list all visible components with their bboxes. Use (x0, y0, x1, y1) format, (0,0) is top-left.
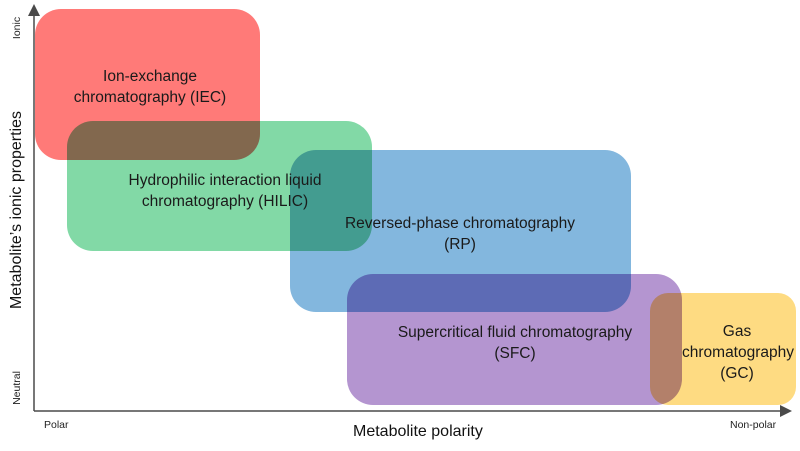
region-gc-line1: Gas (722, 323, 752, 340)
region-gc-line2: chromatography (682, 344, 795, 361)
y-min-label: Neutral (11, 371, 23, 405)
region-rp-label: Reversed-phase chromatography (RP) (330, 213, 590, 255)
region-rp-line1: Reversed-phase chromatography (344, 215, 576, 232)
region-sfc-label: Supercritical fluid chromatography (SFC) (375, 322, 655, 364)
x-max-label: Non-polar (730, 419, 777, 431)
region-hilic-label: Hydrophilic interaction liquid chromatog… (100, 170, 350, 212)
y-max-label: Ionic (11, 16, 23, 40)
region-sfc-line2: (SFC) (494, 345, 536, 362)
region-gc-line3: (GC) (720, 365, 754, 382)
region-hilic-line2: chromatography (HILIC) (141, 193, 309, 210)
y-axis-title: Metabolite’s ionic properties (8, 110, 25, 310)
region-iec-line2: chromatography (IEC) (73, 89, 227, 106)
region-rp-line2: (RP) (444, 236, 476, 253)
x-min-label: Polar (44, 419, 69, 431)
region-gc-label: Gas chromatography (GC) (682, 321, 795, 384)
region-sfc-line1: Supercritical fluid chromatography (397, 324, 633, 341)
x-axis-title: Metabolite polarity (353, 423, 483, 440)
region-iec-line1: Ion-exchange (103, 68, 197, 85)
region-hilic-line1: Hydrophilic interaction liquid (128, 172, 322, 189)
region-iec-label: Ion-exchange chromatography (IEC) (70, 66, 230, 108)
region-iec (35, 9, 260, 160)
